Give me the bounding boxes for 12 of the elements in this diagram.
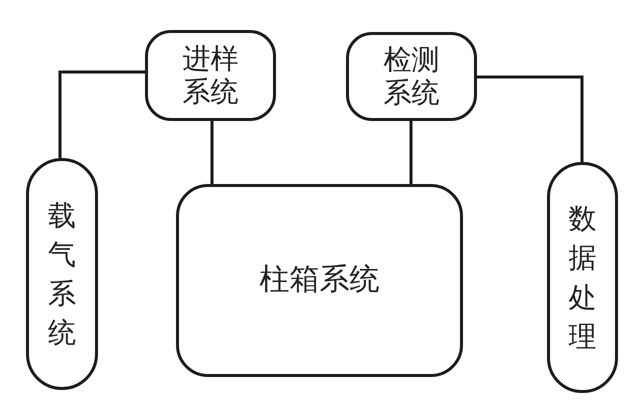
connector-line bbox=[210, 121, 214, 184]
connector-line bbox=[410, 121, 412, 184]
connector-line bbox=[58, 70, 145, 158]
box-label: 进样系统 bbox=[182, 43, 238, 108]
box-label: 柱箱系统 bbox=[260, 263, 380, 298]
connector-line bbox=[477, 76, 584, 162]
box-label: 载气系统 bbox=[48, 198, 76, 352]
box-label: 数据处理 bbox=[568, 201, 596, 355]
box-label: 检测系统 bbox=[384, 44, 440, 109]
rounded-box bbox=[346, 32, 477, 121]
rounded-box bbox=[145, 30, 276, 121]
rounded-box bbox=[176, 184, 463, 377]
